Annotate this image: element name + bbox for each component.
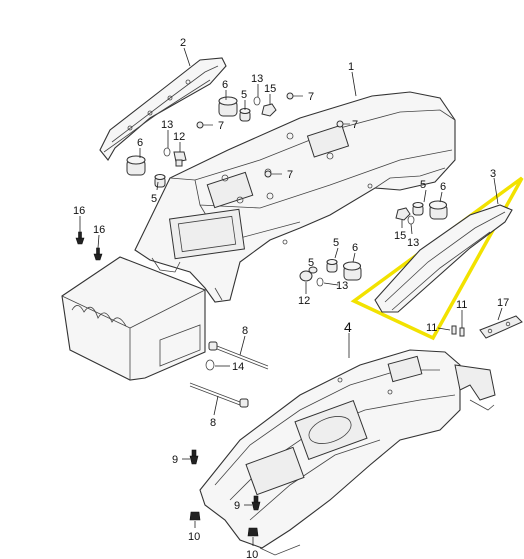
callout-6c: 6 xyxy=(440,181,446,193)
callout-3: 3 xyxy=(490,168,496,180)
callout-7d: 7 xyxy=(287,169,293,181)
callout-10b: 10 xyxy=(246,549,258,559)
washer-13a xyxy=(253,96,261,106)
washer-13b xyxy=(163,147,171,157)
callout-10a: 10 xyxy=(188,531,200,543)
callout-6b: 6 xyxy=(137,137,143,149)
bolt-9b xyxy=(251,495,261,511)
collar-5e xyxy=(308,266,318,274)
screw-7b xyxy=(196,121,213,129)
bushing-6c xyxy=(428,200,448,220)
callout-5b: 5 xyxy=(151,193,157,205)
collar-5d xyxy=(326,258,338,273)
callout-4: 4 xyxy=(344,319,352,335)
washer-14 xyxy=(205,359,215,371)
callout-13b: 13 xyxy=(161,119,173,131)
callout-13c: 13 xyxy=(407,237,419,249)
callout-6d: 6 xyxy=(352,242,358,254)
callout-8b: 8 xyxy=(210,417,216,429)
washer-13c xyxy=(407,215,415,225)
callout-14: 14 xyxy=(232,361,244,373)
callout-16b: 16 xyxy=(93,224,105,236)
screw-16b xyxy=(93,247,103,261)
callout-7c: 7 xyxy=(352,119,358,131)
part-1-rear-fender xyxy=(134,91,456,303)
callout-11a: 11 xyxy=(456,299,467,311)
collar-5a xyxy=(239,107,251,122)
screw-7d xyxy=(264,170,282,178)
screw-7a xyxy=(286,92,303,100)
callout-9a: 9 xyxy=(172,454,178,466)
callout-5c: 5 xyxy=(420,179,426,191)
callout-12b: 12 xyxy=(298,295,310,307)
leader-lines xyxy=(79,47,503,546)
callout-2: 2 xyxy=(180,37,186,49)
collar-5c xyxy=(412,201,424,216)
callout-8a: 8 xyxy=(242,325,248,337)
part-17-plate xyxy=(479,315,523,339)
long-bolt-8a xyxy=(208,341,269,370)
nut-15a xyxy=(261,103,277,117)
callout-13d: 13 xyxy=(336,280,348,292)
screw-16a xyxy=(75,231,85,245)
callout-12a: 12 xyxy=(173,131,185,143)
callout-1: 1 xyxy=(348,61,354,73)
long-bolt-8b xyxy=(189,382,249,408)
collar-5b xyxy=(154,173,166,188)
callout-5e: 5 xyxy=(308,257,314,269)
bushing-6d xyxy=(342,261,362,281)
bolt-12a xyxy=(173,151,187,167)
callout-7a: 7 xyxy=(308,91,314,103)
callout-9b: 9 xyxy=(234,500,240,512)
screw-11a xyxy=(459,327,465,337)
callout-labels: 2 1 3 4 6 5 13 15 7 7 7 7 13 12 6 5 5 6 … xyxy=(73,37,509,559)
callout-7b: 7 xyxy=(218,120,224,132)
part-3-side-rail-highlighted xyxy=(350,176,524,341)
callout-17: 17 xyxy=(497,297,509,309)
callout-11b: 11 xyxy=(426,322,437,334)
part-2-grab-rail xyxy=(99,57,227,161)
washer-13d xyxy=(316,277,324,287)
nut-15b xyxy=(395,207,411,221)
bushings-and-collars xyxy=(126,96,448,281)
bushing-6b xyxy=(126,155,146,176)
callout-15a: 15 xyxy=(264,83,276,95)
nut-10a xyxy=(189,511,201,521)
callout-6a: 6 xyxy=(222,79,228,91)
screw-11b xyxy=(451,325,457,335)
bushing-6a xyxy=(218,96,238,117)
callout-13a: 13 xyxy=(251,73,263,85)
nut-10b xyxy=(247,527,259,537)
screw-7c xyxy=(336,120,350,128)
bolt-12b xyxy=(299,270,313,282)
part-4-lower-fender xyxy=(199,349,496,556)
callout-5d: 5 xyxy=(333,237,339,249)
callout-5a: 5 xyxy=(241,89,247,101)
fasteners xyxy=(75,92,465,537)
callout-15b: 15 xyxy=(394,230,406,242)
bolt-9a xyxy=(189,449,199,465)
callout-16a: 16 xyxy=(73,205,85,217)
license-plate-box xyxy=(61,256,206,381)
